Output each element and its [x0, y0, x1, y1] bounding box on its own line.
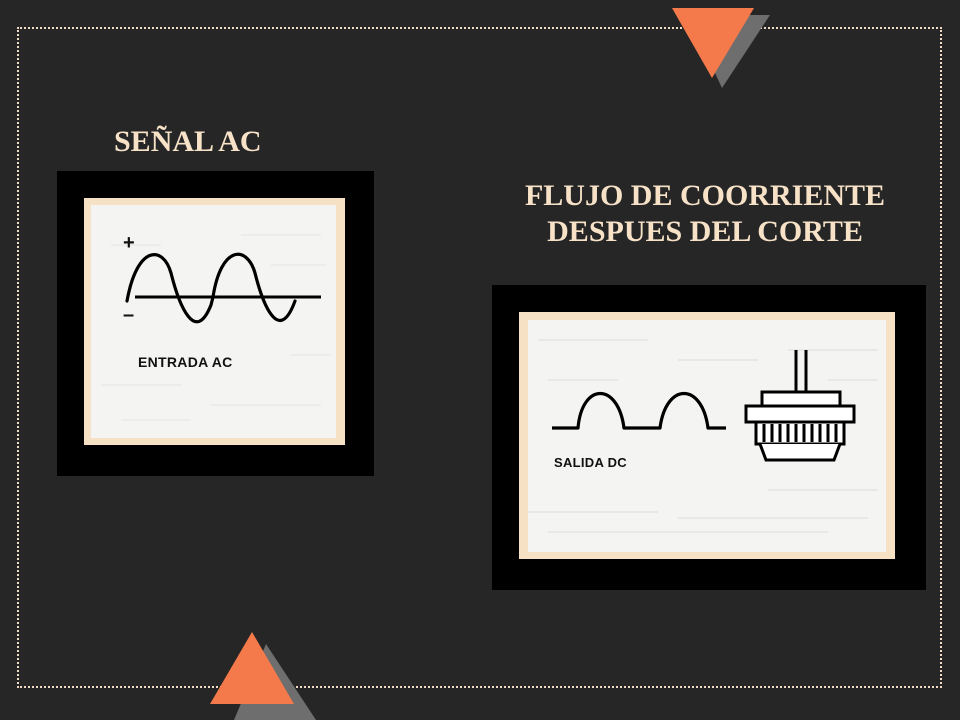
- triangle-up-icon: [210, 632, 316, 720]
- positive-sign: +: [123, 232, 135, 254]
- dc-flow-title: FLUJO DE COORRIENTE DESPUES DEL CORTE: [500, 178, 910, 250]
- dotted-border-frame: [17, 27, 942, 688]
- dc-waveform-image: SALIDA DC: [528, 320, 886, 552]
- negative-sign: –: [123, 304, 135, 326]
- dc-flow-title-line2: DESPUES DEL CORTE: [547, 215, 863, 248]
- ac-input-caption: ENTRADA AC: [138, 354, 233, 370]
- diode-bridge-icon: [744, 350, 856, 462]
- triangle-down-icon: [672, 8, 770, 88]
- ac-sine-wave-diagram: [101, 234, 331, 421]
- dc-output-diagram: [528, 339, 878, 533]
- ac-waveform-image: + – ENTRADA AC: [91, 205, 336, 438]
- dc-output-caption: SALIDA DC: [554, 455, 627, 470]
- dc-flow-title-line1: FLUJO DE COORRIENTE: [524, 179, 886, 212]
- ac-signal-title: SEÑAL AC: [114, 125, 262, 158]
